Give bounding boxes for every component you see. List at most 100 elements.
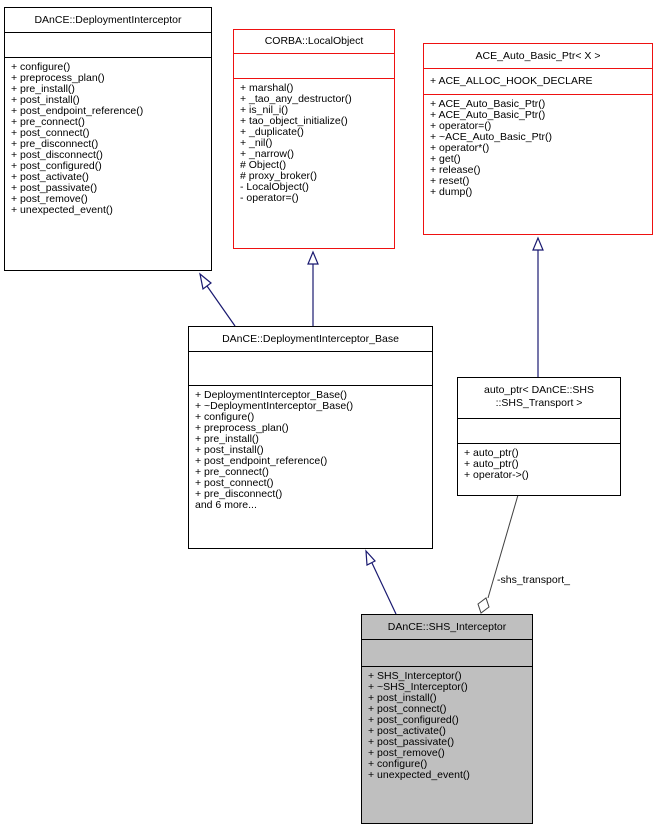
method-row[interactable]: + unexpected_event() [368, 769, 470, 781]
method-row[interactable]: + marshal() [240, 82, 294, 94]
inheritance-arrowhead [199, 272, 212, 291]
method-row[interactable]: + configure() [195, 411, 255, 423]
method-row[interactable]: + ACE_Auto_Basic_Ptr() [430, 109, 546, 121]
class-name-line-2: ::SHS_Transport > [495, 397, 583, 409]
inheritance-arrowhead [365, 549, 376, 566]
class-ace-auto-basic-ptr[interactable]: ACE_Auto_Basic_Ptr< X > + ACE_ALLOC_HOOK… [423, 43, 653, 235]
method-row[interactable]: + _nil() [240, 137, 273, 149]
inheritance-edge-auto-ptr-to-ace-auto-basic-ptr [532, 236, 544, 377]
method-row[interactable]: + post_connect() [195, 477, 274, 489]
method-row[interactable]: + operator=() [430, 120, 492, 132]
method-list: + auto_ptr()+ auto_ptr()+ operator->() [458, 444, 620, 481]
method-row[interactable]: + reset() [430, 175, 470, 187]
inheritance-edge-shs-interceptor-to-base [365, 549, 397, 615]
method-row[interactable]: and 6 more... [195, 499, 257, 511]
class-name: DAnCE::DeploymentInterceptor_Base [222, 333, 399, 345]
method-row[interactable]: + _tao_any_destructor() [240, 93, 352, 105]
method-row[interactable]: + post_install() [195, 444, 264, 456]
method-row[interactable]: + post_passivate() [368, 736, 455, 748]
class-name-line-1: auto_ptr< DAnCE::SHS [483, 384, 594, 396]
class-name: DAnCE::SHS_Interceptor [387, 621, 507, 633]
method-row[interactable]: + pre_install() [11, 83, 75, 95]
method-row[interactable]: + _narrow() [240, 148, 294, 160]
method-row[interactable]: + post_endpoint_reference() [195, 455, 328, 467]
method-row[interactable]: + post_remove() [11, 193, 88, 205]
method-row[interactable]: + post_connect() [368, 703, 447, 715]
method-row[interactable]: + post_install() [11, 94, 80, 106]
class-name-section: ACE_Auto_Basic_Ptr< X > [424, 44, 652, 69]
method-list: + marshal()+ _tao_any_destructor()+ is_n… [234, 79, 394, 204]
attribute-row[interactable]: + ACE_ALLOC_HOOK_DECLARE [430, 75, 593, 87]
method-row[interactable]: + post_install() [368, 692, 437, 704]
method-list: + configure()+ preprocess_plan()+ pre_in… [5, 58, 211, 216]
attributes-section [189, 352, 432, 386]
class-corba-local-object[interactable]: CORBA::LocalObject + marshal()+ _tao_any… [233, 29, 395, 249]
method-row[interactable]: + DeploymentInterceptor_Base() [195, 389, 348, 401]
class-deployment-interceptor-base[interactable]: DAnCE::DeploymentInterceptor_Base + Depl… [188, 326, 433, 549]
inheritance-arrowhead [307, 250, 319, 265]
class-name: ACE_Auto_Basic_Ptr< X > [475, 50, 601, 62]
method-row[interactable]: + tao_object_initialize() [240, 115, 348, 127]
methods-section: + configure()+ preprocess_plan()+ pre_in… [5, 58, 211, 216]
attribute-list: + ACE_ALLOC_HOOK_DECLARE [424, 69, 652, 87]
class-name-section: CORBA::LocalObject [234, 30, 394, 54]
method-list: + SHS_Interceptor()+ ~SHS_Interceptor()+… [362, 667, 532, 781]
method-row[interactable]: - operator=() [240, 192, 299, 204]
method-row[interactable]: + post_connect() [11, 127, 90, 139]
method-row[interactable]: # Object() [240, 159, 287, 171]
method-row[interactable]: + is_nil_i() [240, 104, 289, 116]
method-row[interactable]: + ACE_Auto_Basic_Ptr() [430, 98, 546, 110]
method-row[interactable]: + ~SHS_Interceptor() [368, 681, 468, 693]
method-list: + DeploymentInterceptor_Base()+ ~Deploym… [189, 386, 432, 511]
method-row[interactable]: + post_configured() [368, 714, 459, 726]
method-row[interactable]: + operator->() [464, 469, 529, 481]
method-row[interactable]: + post_endpoint_reference() [11, 105, 144, 117]
attributes-section [5, 33, 211, 58]
method-row[interactable]: + post_disconnect() [11, 149, 103, 161]
method-row[interactable]: + preprocess_plan() [195, 422, 289, 434]
method-row[interactable]: - LocalObject() [240, 181, 309, 193]
inheritance-edge-base-to-deployment-interceptor [199, 272, 236, 327]
method-row[interactable]: + pre_disconnect() [195, 488, 283, 500]
class-name-section: DAnCE::DeploymentInterceptor_Base [189, 327, 432, 352]
method-row[interactable]: + post_activate() [11, 171, 89, 183]
method-row[interactable]: + preprocess_plan() [11, 72, 105, 84]
method-row[interactable]: + pre_disconnect() [11, 138, 99, 150]
method-row[interactable]: + operator*() [430, 142, 490, 154]
class-name: CORBA::LocalObject [264, 35, 364, 47]
class-name: DAnCE::DeploymentInterceptor [34, 14, 182, 26]
attributes-section: + ACE_ALLOC_HOOK_DECLARE [424, 69, 652, 95]
method-row[interactable]: + auto_ptr() [464, 458, 519, 470]
aggregation-label: -shs_transport_ [497, 574, 570, 586]
methods-section: + ACE_Auto_Basic_Ptr()+ ACE_Auto_Basic_P… [424, 95, 652, 198]
method-row[interactable]: + auto_ptr() [464, 447, 519, 459]
method-row[interactable]: + ~ACE_Auto_Basic_Ptr() [430, 131, 552, 143]
method-row[interactable]: + SHS_Interceptor() [368, 670, 462, 682]
methods-section: + marshal()+ _tao_any_destructor()+ is_n… [234, 79, 394, 204]
aggregation-edge-shs-transport [477, 494, 519, 614]
class-shs-interceptor[interactable]: DAnCE::SHS_Interceptor + SHS_Interceptor… [361, 614, 533, 824]
attributes-section [234, 54, 394, 79]
method-row[interactable]: + configure() [368, 758, 428, 770]
method-row[interactable]: + _duplicate() [240, 126, 304, 138]
method-row[interactable]: + configure() [11, 61, 71, 73]
method-row[interactable]: + get() [430, 153, 461, 165]
method-row[interactable]: + ~DeploymentInterceptor_Base() [195, 400, 354, 412]
method-row[interactable]: + pre_connect() [195, 466, 269, 478]
method-row[interactable]: + pre_install() [195, 433, 259, 445]
inheritance-edge-base-to-local-object [307, 250, 319, 326]
method-row[interactable]: + pre_connect() [11, 116, 85, 128]
method-row[interactable]: # proxy_broker() [240, 170, 318, 182]
methods-section: + auto_ptr()+ auto_ptr()+ operator->() [458, 444, 620, 481]
attributes-section [362, 640, 532, 667]
method-row[interactable]: + post_activate() [368, 725, 446, 737]
method-row[interactable]: + unexpected_event() [11, 204, 113, 216]
method-row[interactable]: + post_passivate() [11, 182, 98, 194]
class-auto-ptr-shs-transport[interactable]: auto_ptr< DAnCE::SHS ::SHS_Transport > +… [457, 377, 621, 496]
method-row[interactable]: + release() [430, 164, 481, 176]
class-deployment-interceptor[interactable]: DAnCE::DeploymentInterceptor + configure… [4, 7, 212, 271]
method-row[interactable]: + post_remove() [368, 747, 445, 759]
attributes-section [458, 419, 620, 444]
method-row[interactable]: + post_configured() [11, 160, 102, 172]
method-row[interactable]: + dump() [430, 186, 473, 198]
